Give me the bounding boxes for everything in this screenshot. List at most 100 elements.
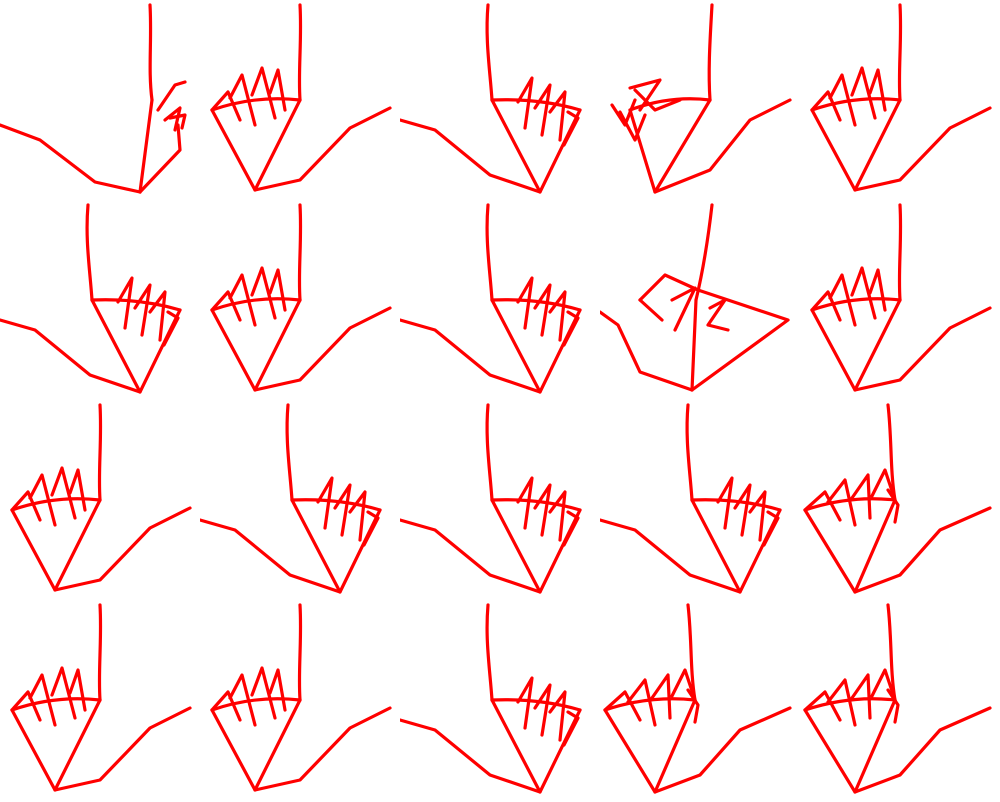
hand-drawing bbox=[400, 603, 582, 794]
wrist-curve bbox=[653, 706, 792, 794]
finger-1 bbox=[638, 298, 664, 322]
finger-1 bbox=[803, 690, 842, 722]
wrist-curve bbox=[400, 318, 542, 394]
palm-left-edge bbox=[10, 498, 102, 592]
wrist-curve bbox=[53, 506, 192, 592]
hand-drawing bbox=[400, 203, 582, 394]
finger-3 bbox=[250, 666, 277, 720]
finger-4 bbox=[562, 710, 580, 747]
hand-tile-r1-c3 bbox=[400, 0, 598, 198]
hand-tile-r4-c3 bbox=[400, 600, 598, 798]
palm-right-edge bbox=[490, 298, 582, 394]
finger-1 bbox=[210, 90, 242, 122]
finger-1 bbox=[316, 476, 334, 530]
arm-line bbox=[897, 203, 903, 302]
wrist-curve bbox=[0, 123, 142, 194]
hand-tile-r4-c5 bbox=[800, 600, 998, 798]
palm-right-edge bbox=[290, 498, 382, 594]
hand-tile-r3-c5 bbox=[800, 400, 998, 598]
hand-drawing bbox=[600, 403, 782, 594]
knuckle-line bbox=[210, 97, 302, 112]
arm-line bbox=[85, 203, 94, 302]
finger-4 bbox=[870, 668, 897, 702]
palm-left-edge bbox=[210, 698, 302, 792]
finger-1 bbox=[803, 490, 842, 522]
arm-line bbox=[685, 403, 694, 502]
hand-tile-r1-c1 bbox=[0, 0, 198, 198]
wrist-curve bbox=[400, 718, 542, 794]
knuckle-line bbox=[210, 697, 302, 712]
palm-right-edge bbox=[490, 698, 582, 794]
wrist-curve bbox=[653, 98, 792, 194]
finger-4 bbox=[362, 510, 380, 547]
finger-1 bbox=[516, 76, 534, 130]
arm-line bbox=[886, 403, 897, 502]
finger-2 bbox=[733, 483, 752, 537]
finger-2 bbox=[133, 283, 152, 337]
finger-4 bbox=[670, 668, 697, 702]
finger-3 bbox=[748, 490, 767, 542]
arm-line bbox=[485, 403, 494, 502]
knuckle-line bbox=[810, 297, 902, 312]
hand-drawing bbox=[0, 203, 182, 394]
finger-4 bbox=[870, 468, 897, 502]
hand-drawing bbox=[210, 3, 392, 192]
finger-4 bbox=[68, 468, 87, 512]
hand-drawing bbox=[10, 403, 192, 592]
finger-3 bbox=[850, 66, 877, 120]
finger-3 bbox=[548, 290, 567, 342]
knuckle-line bbox=[810, 97, 902, 112]
finger-1 bbox=[810, 90, 842, 122]
finger-2 bbox=[28, 673, 57, 727]
hand-drawing bbox=[210, 603, 392, 792]
hand-tile-r2-c3 bbox=[400, 200, 598, 398]
hand-tile-r4-c2 bbox=[200, 600, 398, 798]
finger-4 bbox=[68, 668, 87, 712]
finger-4 bbox=[868, 68, 887, 112]
arm-line bbox=[485, 3, 494, 102]
finger-4 bbox=[268, 668, 287, 712]
finger-4 bbox=[162, 310, 180, 347]
finger-4 bbox=[633, 88, 682, 112]
finger-2 bbox=[228, 73, 257, 127]
arm-line bbox=[97, 603, 103, 702]
finger-1 bbox=[10, 490, 42, 522]
wrist-curve bbox=[600, 518, 742, 594]
finger-2 bbox=[28, 473, 57, 527]
arm-down bbox=[138, 98, 154, 194]
knuckle-line bbox=[628, 97, 712, 112]
palm-left-edge bbox=[810, 298, 902, 392]
arm-line bbox=[297, 203, 303, 302]
wrist-curve bbox=[253, 306, 392, 392]
finger-3 bbox=[148, 290, 167, 342]
arm-line bbox=[686, 603, 697, 702]
arm-line bbox=[707, 3, 714, 102]
finger-1 bbox=[810, 290, 842, 322]
finger-5 bbox=[886, 488, 900, 524]
finger-3 bbox=[250, 266, 277, 320]
finger-1 bbox=[10, 690, 42, 722]
hand-tile-r2-c2 bbox=[200, 200, 398, 398]
finger-4 bbox=[562, 310, 580, 347]
wrist-curve bbox=[53, 706, 192, 792]
hand-drawing bbox=[400, 403, 582, 594]
finger-2 bbox=[533, 83, 552, 137]
wrist-curve bbox=[853, 306, 992, 392]
wrist-curve bbox=[0, 318, 142, 394]
finger-top bbox=[638, 273, 700, 302]
finger-1 bbox=[716, 476, 734, 530]
palm-outline bbox=[690, 288, 790, 392]
finger-2 bbox=[533, 483, 552, 537]
finger-3 bbox=[650, 673, 672, 720]
finger-4 bbox=[562, 510, 580, 547]
finger-3 bbox=[168, 113, 187, 130]
finger-2 bbox=[826, 678, 857, 727]
arm-line bbox=[148, 3, 154, 102]
finger-3 bbox=[618, 110, 647, 142]
palm-left-edge bbox=[603, 698, 697, 794]
hand-tile-r4-c1 bbox=[0, 600, 198, 798]
arm-line bbox=[694, 203, 714, 302]
hand-tile-r1-c5 bbox=[800, 0, 998, 198]
finger-2 bbox=[828, 273, 857, 327]
wrist-curve bbox=[853, 506, 992, 594]
